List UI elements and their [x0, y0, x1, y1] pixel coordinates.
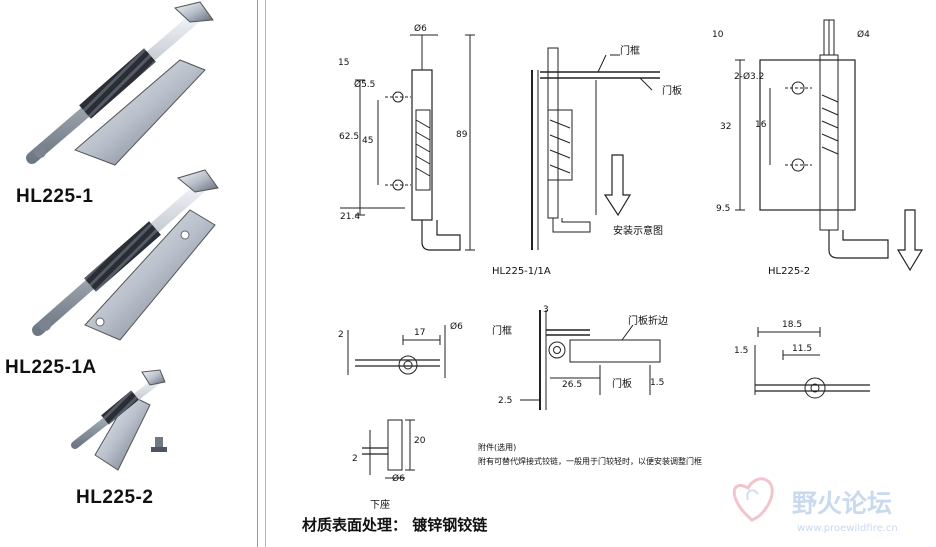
drawing-hl225-2-front: [735, 19, 924, 272]
product-photo-hl225-1a: [32, 169, 219, 341]
dim-2-a: 2: [338, 330, 344, 340]
drawing-top-view-17: [347, 325, 446, 378]
dim-2-b: 2: [352, 454, 358, 464]
dim-32: 32: [720, 122, 732, 132]
callout-door-panel-edge: 门板折边: [628, 316, 668, 327]
dim-15: 15: [338, 58, 350, 68]
dim-2-d3-2: 2-Ø3.2: [734, 72, 765, 82]
note-line-1: 附件(选用): [478, 443, 517, 452]
drawing-install-top: [520, 310, 661, 410]
dim-1-5-a: 1.5: [650, 378, 665, 388]
callout-door-frame-2: 门框: [492, 326, 512, 337]
note-line-2: 附有可替代焊接式铰链，一般用于门较轻时，以便安装调整门框: [478, 457, 702, 466]
drawing-hl225-2-top: [754, 327, 870, 399]
dim-62-5: 62.5: [339, 132, 360, 142]
surface-treatment-footer: 材质表面处理： 镀锌钢铰链: [302, 516, 488, 534]
drawing-bottom-base: [362, 419, 415, 479]
dim-16: 16: [755, 120, 767, 130]
callout-door-frame-1: 门框: [620, 46, 640, 57]
watermark-title: 野火论坛: [792, 489, 893, 518]
dim-20: 20: [414, 436, 426, 446]
dim-21-4: 21.4: [340, 212, 361, 222]
caption-hl225-1-1a: HL225-1/1A: [492, 266, 551, 277]
dim-18-5: 18.5: [782, 320, 803, 330]
dim-17: 17: [414, 328, 426, 338]
dim-11-5: 11.5: [792, 344, 813, 354]
model-label-hl225-1: HL225-1: [16, 186, 94, 207]
product-photo-hl225-1: [26, 1, 214, 166]
model-label-hl225-2: HL225-2: [76, 487, 154, 508]
callout-door-panel-1: 门板: [662, 86, 682, 97]
callout-door-panel-2: 门板: [612, 379, 632, 390]
dim-2-5: 2.5: [498, 396, 513, 406]
caption-hl225-2: HL225-2: [768, 266, 811, 277]
drawing-hl225-1-front: [340, 34, 475, 251]
dim-d6-bottom: Ø6: [392, 474, 405, 484]
dim-d4: Ø4: [857, 30, 870, 40]
caption-bottom-view: 下座: [370, 500, 390, 511]
dim-26-5: 26.5: [562, 380, 583, 390]
dim-3: 3: [543, 305, 549, 315]
dim-89: 89: [456, 130, 468, 140]
model-label-hl225-1a: HL225-1A: [5, 357, 97, 378]
caption-install-diagram: 安装示意图: [613, 226, 663, 237]
dim-1-5-b: 1.5: [734, 346, 749, 356]
dim-10: 10: [712, 30, 724, 40]
dim-9-5: 9.5: [716, 204, 731, 214]
dim-d6-top: Ø6: [414, 24, 427, 34]
watermark-url: www.proewildfire.cn: [797, 523, 898, 534]
panel-divider: [257, 0, 258, 547]
drawing-install-side: [531, 47, 660, 250]
dim-d6-mid: Ø6: [450, 322, 463, 332]
dim-d5-5: Ø5.5: [354, 80, 376, 90]
product-photo-hl225-2: [71, 369, 167, 471]
panel-divider-inner: [265, 0, 266, 547]
dim-45: 45: [362, 136, 374, 146]
